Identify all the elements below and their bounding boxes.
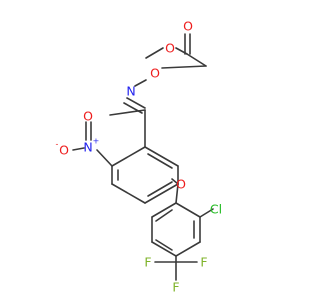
bond-ring1-a bbox=[144, 146, 179, 167]
atom-nitro-o-minus: O bbox=[59, 143, 69, 158]
bond-methyl-o bbox=[145, 47, 164, 59]
bond-ring1-inner-2 bbox=[147, 181, 173, 197]
bond-ring2-f bbox=[151, 202, 177, 218]
bond-ring2-inner-2 bbox=[155, 239, 173, 251]
atom-fluorine-2: F bbox=[144, 255, 151, 270]
bond-ring-ether-o bbox=[171, 178, 179, 185]
bond-ring1-c bbox=[144, 183, 179, 204]
atom-oxime-o: O bbox=[150, 66, 160, 81]
atom-oxime-n: N bbox=[126, 84, 135, 99]
atom-ester-o: O bbox=[165, 41, 175, 56]
bond-ether-o-ring2 bbox=[175, 183, 179, 204]
bond-nitro-o-minus bbox=[72, 147, 85, 151]
atom-chlorine: Cl bbox=[210, 202, 222, 217]
bond-cn-double-a bbox=[126, 97, 146, 109]
atom-labels: O O O N N + O - O O Cl F F F bbox=[56, 19, 223, 295]
bond-oxime-o-n bbox=[134, 79, 147, 87]
bond-ring1-f bbox=[111, 146, 146, 167]
atom-nitro-n: N bbox=[83, 140, 92, 155]
bond-ring2-d bbox=[151, 241, 177, 257]
bond-ring-cl bbox=[199, 208, 214, 218]
bond-ring2-inner-3 bbox=[155, 209, 173, 222]
bond-c-methyl bbox=[109, 109, 146, 116]
atom-nitro-o: O bbox=[83, 109, 93, 124]
nitro-o-charge: - bbox=[56, 140, 59, 149]
atom-ether-o: O bbox=[176, 177, 186, 192]
bond-carbonyl-ch2 bbox=[186, 53, 207, 67]
bond-ring2-c bbox=[175, 241, 201, 257]
bonds bbox=[72, 33, 214, 281]
atom-fluorine-1: F bbox=[172, 280, 179, 295]
bond-ch2-oxime-o bbox=[161, 65, 207, 69]
molecule-structure: O O O N N + O - O O Cl F F F bbox=[56, 19, 223, 295]
bond-ring-nitro bbox=[96, 149, 113, 167]
bond-ring1-inner-1 bbox=[147, 153, 173, 169]
bond-ring2-a bbox=[175, 202, 201, 218]
atom-fluorine-3: F bbox=[200, 255, 207, 270]
atom-carbonyl-o: O bbox=[183, 19, 193, 34]
bond-ring1-d bbox=[111, 183, 146, 204]
nitro-n-charge: + bbox=[93, 137, 100, 146]
